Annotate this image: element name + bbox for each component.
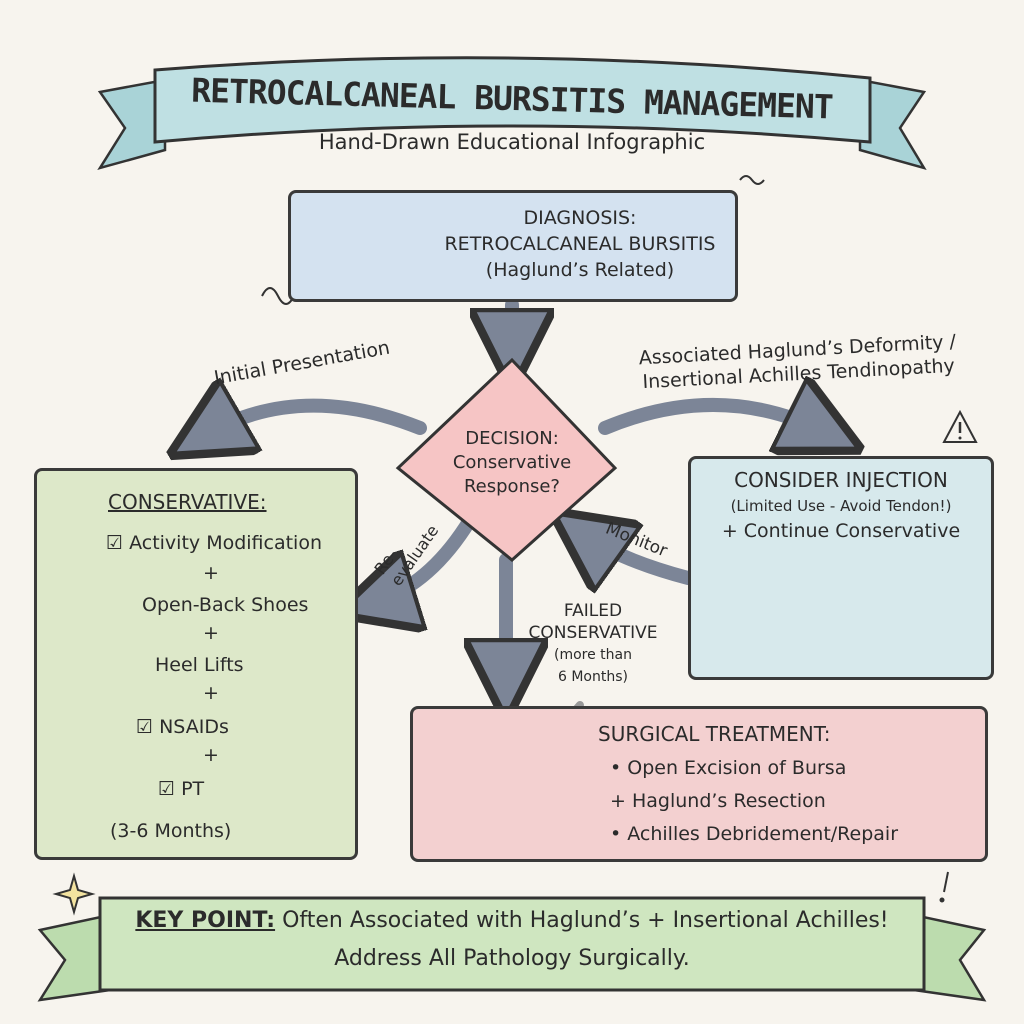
plus-sign: +	[203, 622, 219, 644]
key-point-line2: Address All Pathology Surgically.	[334, 946, 690, 971]
checkbox-icon: ☑	[158, 778, 176, 800]
conservative-item-activity: ☑ Activity Modification	[106, 532, 322, 554]
plus-sign: +	[203, 682, 219, 704]
failed-line2: CONSERVATIVE	[528, 623, 658, 643]
injection-continue: + Continue Conservative	[721, 520, 961, 542]
conservative-item-pt: ☑ PT	[158, 778, 204, 800]
failed-line4: 6 Months)	[558, 669, 628, 685]
flow-arrows	[205, 298, 825, 680]
conservative-box	[34, 468, 358, 860]
diagnosis-line1: DIAGNOSIS:	[523, 207, 637, 229]
surgical-item: • Achilles Debridement/Repair	[610, 823, 899, 845]
conservative-item-heel-lifts: Heel Lifts	[155, 654, 244, 676]
conservative-heading: CONSERVATIVE:	[108, 490, 267, 514]
surgical-box	[410, 706, 988, 862]
checkbox-icon: ☑	[136, 716, 154, 738]
injection-heading: CONSIDER INJECTION	[734, 468, 948, 492]
warning-triangle-icon	[942, 409, 978, 443]
decision-line2: Conservative	[452, 452, 572, 473]
diagnosis-box	[288, 190, 738, 302]
plus-sign: +	[203, 744, 219, 766]
key-point-text: Often Associated with Haglund’s + Insert…	[282, 908, 889, 933]
decision-diamond	[395, 357, 618, 562]
doodles	[52, 175, 949, 916]
conservative-duration: (3-6 Months)	[110, 820, 232, 842]
plus-sign: +	[203, 562, 219, 584]
key-point-line1: KEY POINT: Often Associated with Haglund…	[110, 908, 914, 933]
diagnosis-text: DIAGNOSIS: RETROCALCANEAL BURSITIS (Hagl…	[430, 205, 730, 283]
checkbox-icon: ☑	[106, 532, 124, 554]
decision-line3: Response?	[463, 476, 560, 497]
decision-text: DECISION: Conservative Response?	[420, 427, 604, 499]
conservative-item-shoes: Open-Back Shoes	[142, 594, 309, 616]
surgical-item: • Open Excision of Bursa	[610, 757, 847, 779]
failed-conservative-label: FAILED CONSERVATIVE (more than 6 Months)	[528, 600, 658, 688]
conservative-item-label: NSAIDs	[159, 716, 229, 738]
surgical-heading: SURGICAL TREATMENT:	[598, 722, 831, 746]
title-banner	[97, 56, 927, 171]
injection-box	[688, 456, 994, 680]
key-point-label: KEY POINT:	[135, 908, 276, 933]
diagnosis-line3: (Haglund’s Related)	[485, 259, 675, 281]
injection-note: (Limited Use - Avoid Tendon!)	[730, 497, 952, 515]
conservative-item-nsaids: ☑ NSAIDs	[136, 716, 229, 738]
conservative-item-label: PT	[181, 778, 205, 800]
surgical-item: + Haglund’s Resection	[610, 790, 826, 812]
failed-line1: FAILED	[563, 601, 623, 621]
conservative-item-label: Activity Modification	[129, 532, 322, 554]
diagnosis-line2: RETROCALCANEAL BURSITIS	[444, 233, 716, 255]
failed-line3: (more than	[554, 647, 632, 663]
key-point-banner	[37, 896, 987, 1002]
page-subtitle: Hand-Drawn Educational Infographic	[318, 130, 706, 154]
decision-line1: DECISION:	[465, 428, 559, 449]
